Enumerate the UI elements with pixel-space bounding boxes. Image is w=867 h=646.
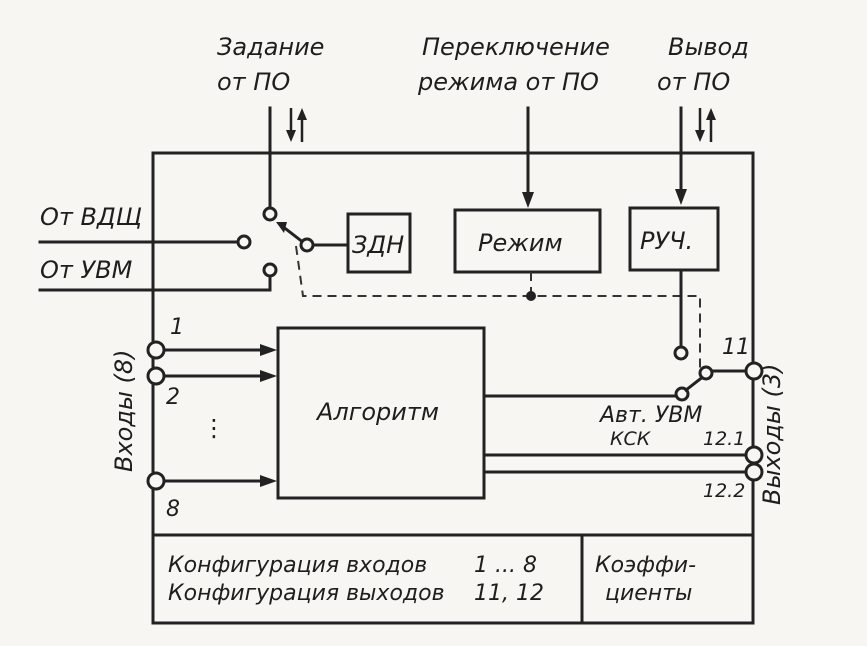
label-vyvod-line1: Вывод — [668, 33, 749, 61]
block-ruch — [628, 206, 720, 272]
input-arrow-1 — [162, 344, 277, 356]
switch-blade-arrowhead — [276, 222, 287, 233]
block-zdn-label: ЗДН — [352, 231, 404, 259]
output-number-12-2: 12.2 — [703, 480, 745, 502]
contact-ot-vdshch — [236, 234, 252, 250]
contact-output-pivot — [698, 365, 714, 381]
dashed-mode-control-line — [295, 245, 701, 370]
block-zdn — [346, 212, 412, 274]
label-zadanie-line2: от ПО — [217, 68, 290, 96]
contact-ruch — [673, 345, 689, 361]
coefficients-line2: циенты — [605, 581, 692, 606]
output-number-11: 11 — [722, 335, 750, 360]
label-ksk: КСК — [610, 428, 652, 450]
bidirectional-arrows-zadanie — [286, 108, 307, 142]
junction-dot-rezhim — [526, 291, 536, 301]
output-terminal-11 — [744, 361, 764, 381]
config-inputs-range: 1 ... 8 — [474, 553, 537, 578]
label-pereklyuchenie-line2: режима от ПО — [417, 68, 599, 96]
input-terminal-8 — [146, 471, 166, 491]
contact-switch-pivot — [299, 237, 315, 253]
config-inputs-label: Конфигурация входов — [168, 553, 427, 578]
controller-frame — [151, 151, 755, 625]
block-algoritm — [276, 326, 486, 500]
input-number-1: 1 — [170, 315, 184, 340]
switch-blade-zadanie — [279, 223, 307, 246]
contact-ot-uvm — [262, 262, 278, 278]
output-terminal-12-2 — [744, 462, 764, 482]
label-ot-vdshch: От ВДЩ — [40, 203, 142, 231]
input-terminal-2 — [146, 366, 166, 386]
label-pereklyuchenie-line1: Переключение — [422, 33, 610, 61]
block-rezhim-label: Режим — [478, 229, 563, 257]
label-vykhody: Выходы (3) — [758, 364, 786, 505]
input-number-2: 2 — [166, 385, 180, 410]
config-outputs-range: 11, 12 — [474, 581, 544, 606]
label-zadanie-line1: Задание — [217, 33, 324, 61]
bidirectional-arrows-vyvod — [695, 108, 716, 142]
label-vkhody: Входы (8) — [110, 349, 138, 472]
block-rezhim — [453, 208, 602, 274]
label-avt-uvm: Авт. УВМ — [598, 403, 702, 428]
contact-zadanie — [262, 206, 278, 222]
input-dots: ⋮ — [202, 414, 226, 442]
input-arrow-8 — [162, 475, 277, 487]
block-ruch-label: РУЧ. — [640, 227, 693, 255]
block-algoritm-label: Алгоритм — [315, 398, 439, 426]
arrow-into-ruch — [675, 189, 687, 205]
arrow-into-rezhim — [522, 192, 534, 208]
input-arrow-2 — [162, 370, 277, 382]
label-ot-uvm: От УВМ — [40, 256, 133, 284]
config-outputs-label: Конфигурация выходов — [168, 581, 445, 606]
coefficients-line1: Коэффи- — [595, 553, 696, 578]
label-vyvod-line2: от ПО — [657, 68, 730, 96]
output-number-12-1: 12.1 — [703, 428, 745, 450]
input-terminal-1 — [146, 340, 166, 360]
input-number-8: 8 — [166, 497, 180, 522]
